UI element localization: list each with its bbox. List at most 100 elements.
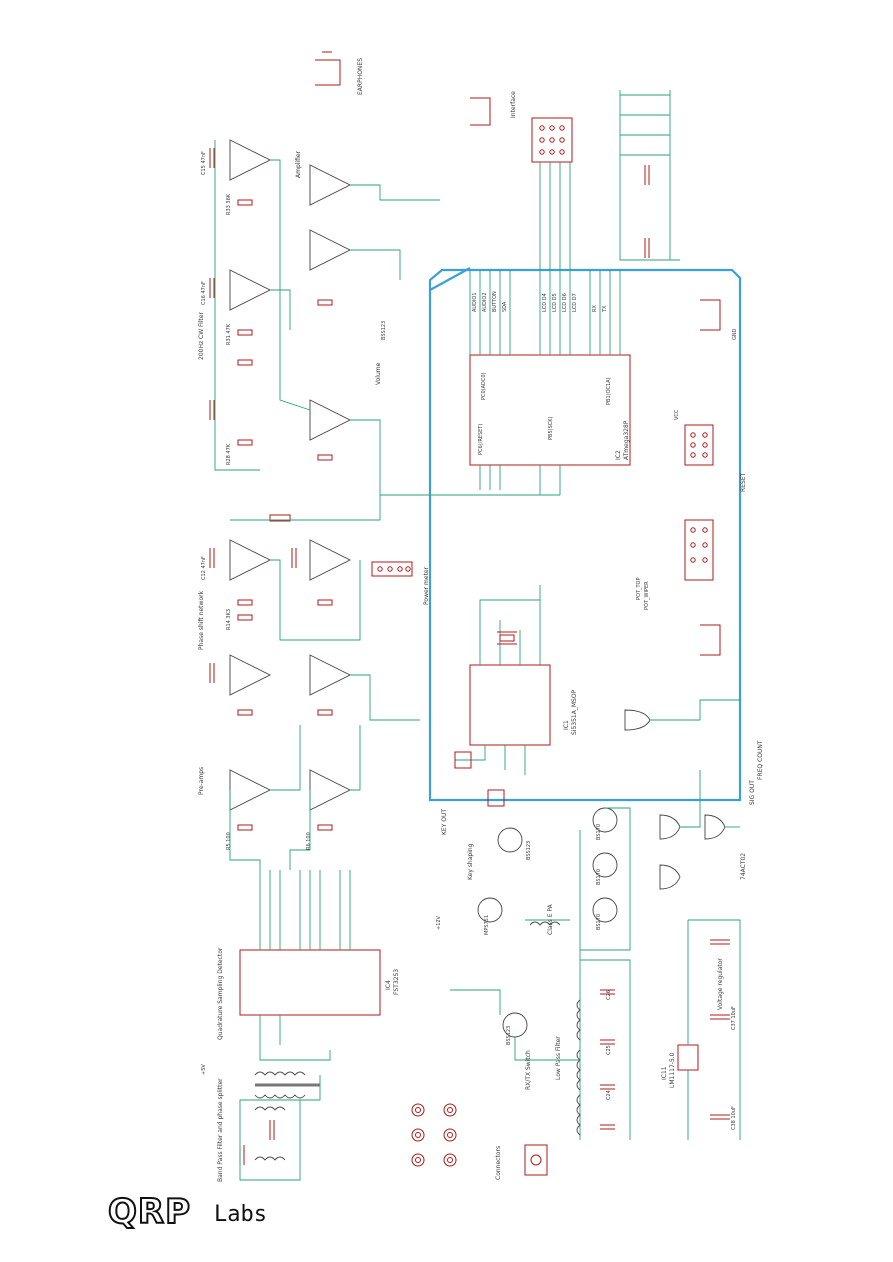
net-lcd-d7: LCD D7	[572, 293, 578, 312]
ic11-part: LM1117-5.0	[669, 1052, 676, 1088]
lpf-cap-3: C24	[606, 1090, 612, 1100]
ic2-pc0: PC0(ADC0)	[481, 372, 487, 400]
opamp-ic6a	[309, 539, 352, 581]
voltage-regulator	[677, 919, 741, 1140]
signal-bus-split	[429, 267, 471, 291]
net-button: BUTTON	[492, 291, 498, 312]
net-gnd: GND	[732, 328, 738, 340]
class-e-label: Class E PA	[547, 903, 554, 935]
cw-filter-block	[209, 139, 560, 496]
power-cap-2: C37 10uF	[731, 1006, 737, 1030]
r-label-1: R33 36K	[226, 193, 232, 215]
earphone-jack[interactable]	[315, 51, 341, 86]
reset-net-label: RESET	[740, 472, 747, 492]
net-audio1: AUDIO1	[472, 292, 478, 312]
net-lcd-d5: LCD D5	[552, 293, 558, 312]
net-lcd-d4: LCD D4	[542, 293, 548, 312]
ic4-qsd	[239, 870, 381, 1061]
opamp-ic9b	[229, 769, 272, 811]
paddle-jack[interactable]	[700, 299, 721, 331]
r-label-5: R5 100	[226, 832, 232, 850]
interface-connector[interactable]	[470, 97, 491, 126]
lpf-cap-2: C25	[606, 1045, 612, 1055]
net-pot-top: POT_TOP	[636, 577, 642, 600]
net-12v: +12V	[436, 915, 442, 930]
lcd-header[interactable]	[531, 117, 573, 163]
power-cap-1: C38 10uF	[731, 1106, 737, 1130]
signal-bus	[428, 268, 742, 802]
opamp-ic8a	[309, 399, 352, 441]
ic5-gates	[624, 699, 740, 890]
ic1-part: Si5351A_MSOP	[571, 689, 578, 735]
ic4-part: FST3253	[393, 969, 400, 995]
q3-label: BS170	[596, 914, 602, 930]
net-sda: SDA	[502, 301, 508, 312]
net-rx: RX	[592, 305, 598, 312]
connectors-block[interactable]	[411, 1103, 548, 1176]
opamp-ic10a	[309, 164, 352, 206]
rxtx-switch	[450, 989, 580, 1061]
net-lcd-d6: LCD D6	[562, 293, 568, 312]
logo-secondary: Labs	[214, 1202, 267, 1227]
preamp-label: Pre-amps	[198, 767, 205, 795]
earphones-label: EARPHONES	[357, 58, 364, 95]
phase-shift-label: Phase shift network	[198, 590, 205, 650]
phase-shift-block	[209, 495, 420, 721]
net-pot-wiper: POT_WIPER	[644, 581, 650, 610]
opamp-ic10b	[309, 229, 352, 271]
ic2-pb1: PB1(OC1A)	[606, 377, 612, 405]
cw-filter-label: 200Hz CW Filter	[198, 312, 205, 360]
power-meter-label: Power meter	[423, 566, 430, 605]
q1-label: BS170	[596, 824, 602, 840]
sig-out-label: SIG OUT	[749, 780, 756, 805]
qrp-labs-logo: QRP Labs	[107, 1191, 298, 1233]
bpf-label: Band Pass Filter and phase splitter	[217, 1078, 224, 1182]
c-label-3: C12 47nF	[201, 556, 207, 580]
class-e-pa	[477, 807, 631, 1140]
q2-label: BS170	[596, 869, 602, 885]
q4-label: BSS123	[526, 841, 532, 860]
decoupling-row	[619, 90, 680, 261]
key-shaping-label: Key shaping	[467, 843, 474, 880]
ic2-microcontroller	[469, 270, 631, 495]
r-label-4: R14 3K3	[226, 609, 232, 630]
lpf-cap-1: C26	[606, 990, 612, 1000]
power-meter-header[interactable]	[371, 561, 413, 577]
rxtx-label: RX/TX Switch	[525, 1050, 532, 1090]
lpf-label: Low Pass Filter	[555, 1036, 562, 1080]
lpf-block	[576, 959, 631, 1140]
frontpanel-header[interactable]	[684, 519, 714, 581]
ic4-ref: IC4	[385, 980, 392, 990]
c-label-2: C16 47nF	[201, 281, 207, 305]
voltage-reg-label: Voltage regulator	[717, 958, 724, 1010]
r-label-6: R6 100	[306, 832, 312, 850]
opamp-ic7a	[229, 539, 272, 581]
opamp-ic9a	[229, 269, 272, 311]
connectors-label: Connectors	[495, 1146, 502, 1180]
ic2-ref: IC2	[615, 450, 622, 460]
r-label-3: R28 47K	[226, 443, 232, 465]
opamp-ic9c	[309, 769, 352, 811]
crystal-27mhz	[497, 631, 517, 645]
q6-label: MPS751	[484, 915, 490, 935]
opamp-ic7b	[229, 654, 272, 696]
logo-primary: QRP	[107, 1191, 192, 1233]
c-label-1: C15 47nF	[201, 151, 207, 175]
ic1-synth	[454, 585, 551, 807]
ic1-ref: IC1	[563, 720, 570, 730]
q5-label: BSS123	[506, 1026, 512, 1045]
q7-label: BSS123	[381, 321, 387, 340]
ic2-pb5: PB5(SCK)	[548, 416, 554, 440]
bpf-block	[239, 1099, 301, 1181]
ic5-part: 74ACT02	[740, 853, 747, 880]
net-5v: +5V	[201, 1064, 207, 1075]
qsd-label: Quadrature Sampling Detector	[217, 947, 224, 1040]
key-out-label: KEY OUT	[441, 809, 448, 835]
r-label-2: R31 47K	[226, 323, 232, 345]
isp-header[interactable]	[684, 424, 714, 466]
ptt-jack[interactable]	[700, 624, 721, 656]
net-vcc: VCC	[674, 409, 680, 420]
ic2-reset-pin: PC6(/RESET)	[478, 424, 484, 455]
ic2-part: ATmega328P	[623, 420, 630, 460]
